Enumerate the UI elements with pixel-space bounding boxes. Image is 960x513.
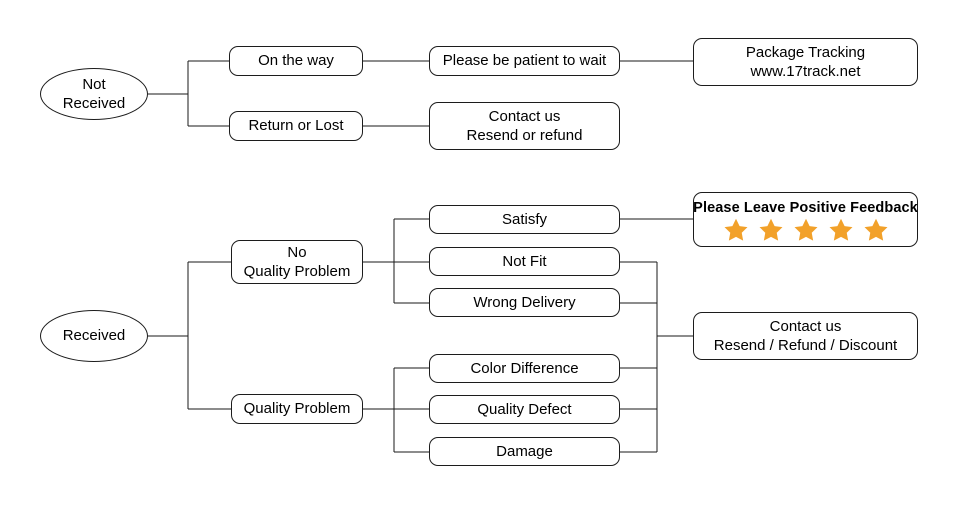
- node-contact-discount-line2: Resend / Refund / Discount: [713, 337, 898, 354]
- node-received[interactable]: Received: [40, 310, 148, 362]
- node-wrong-delivery[interactable]: Wrong Delivery: [429, 288, 620, 317]
- node-quality-problem[interactable]: Quality Problem: [231, 394, 363, 424]
- node-package-tracking[interactable]: Package Tracking www.17track.net: [693, 38, 918, 86]
- node-contact-resend-or-refund-line2: Resend or refund: [466, 127, 583, 144]
- node-not-fit-label: Not Fit: [502, 252, 547, 270]
- node-no-quality-problem-line1: No: [287, 243, 307, 261]
- node-contact-resend-or-refund-line1: Contact us: [488, 107, 561, 125]
- node-color-difference[interactable]: Color Difference: [429, 354, 620, 383]
- node-on-the-way-label: On the way: [258, 52, 334, 70]
- node-no-quality-problem-line2: Quality Problem: [243, 263, 351, 280]
- node-package-tracking-line2: www.17track.net: [750, 63, 861, 80]
- node-quality-defect[interactable]: Quality Defect: [429, 395, 620, 424]
- node-color-difference-label: Color Difference: [470, 359, 579, 377]
- feedback-text: Please Leave Positive Feedback: [693, 199, 918, 216]
- node-package-tracking-line1: Package Tracking: [745, 43, 866, 61]
- node-contact-discount-line1: Contact us: [769, 317, 842, 335]
- node-quality-defect-label: Quality Defect: [477, 400, 572, 418]
- node-not-received-line1: Not: [82, 75, 106, 93]
- star-icon[interactable]: [758, 217, 784, 243]
- node-contact-resend-or-refund[interactable]: Contact us Resend or refund: [429, 102, 620, 150]
- star-icon[interactable]: [863, 217, 889, 243]
- node-please-be-patient-label: Please be patient to wait: [442, 52, 607, 70]
- node-wrong-delivery-label: Wrong Delivery: [473, 293, 576, 311]
- node-no-quality-problem[interactable]: No Quality Problem: [231, 240, 363, 284]
- node-satisfy-label: Satisfy: [501, 210, 547, 228]
- node-damage-label: Damage: [496, 442, 553, 460]
- star-icon[interactable]: [723, 217, 749, 243]
- node-contact-resend-refund-discount[interactable]: Contact us Resend / Refund / Discount: [693, 312, 918, 360]
- node-leave-positive-feedback[interactable]: Please Leave Positive Feedback: [693, 192, 918, 247]
- node-on-the-way[interactable]: On the way: [229, 46, 363, 76]
- star-icon[interactable]: [828, 217, 854, 243]
- star-rating[interactable]: [723, 217, 889, 243]
- node-damage[interactable]: Damage: [429, 437, 620, 466]
- node-received-label: Received: [62, 327, 126, 345]
- node-not-fit[interactable]: Not Fit: [429, 247, 620, 276]
- star-icon[interactable]: [793, 217, 819, 243]
- node-return-or-lost-label: Return or Lost: [248, 117, 344, 135]
- node-please-be-patient[interactable]: Please be patient to wait: [429, 46, 620, 76]
- node-satisfy[interactable]: Satisfy: [429, 205, 620, 234]
- node-return-or-lost[interactable]: Return or Lost: [229, 111, 363, 141]
- node-not-received-line2: Received: [62, 95, 126, 112]
- node-quality-problem-label: Quality Problem: [243, 400, 351, 418]
- node-not-received[interactable]: Not Received: [40, 68, 148, 120]
